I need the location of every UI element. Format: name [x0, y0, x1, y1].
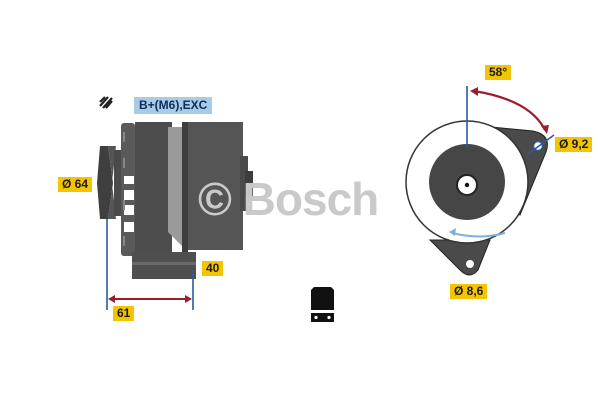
front-view [405, 86, 555, 276]
regulator-symbol-icon [99, 96, 113, 109]
mount-width-label: 40 [202, 261, 224, 276]
mount-angle-label: 58° [485, 65, 512, 80]
upper-hole-diameter-label: Ø 9,2 [555, 137, 593, 152]
lower-hole-diameter-label: Ø 8,6 [450, 284, 488, 299]
terminal-label: B+(M6),EXC [134, 97, 213, 114]
pulley-diameter-label: Ø 64 [58, 177, 93, 192]
overall-offset-label: 61 [113, 306, 135, 321]
connector-plug-icon [311, 287, 334, 322]
side-view [97, 122, 253, 310]
bosch-watermark: © Bosch [198, 173, 379, 225]
